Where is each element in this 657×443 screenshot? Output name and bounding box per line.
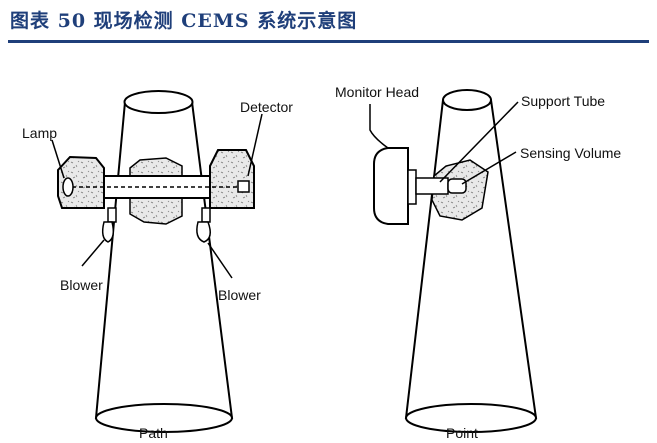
title-divider [8, 40, 649, 43]
blower-right-label: Blower [218, 287, 261, 303]
path-stack [94, 101, 234, 419]
path-system: Lamp Detector Blower Blower Path [22, 90, 293, 441]
figure-title: 图表 50 现场检测 CEMS 系统示意图 [10, 10, 358, 32]
detector-leader [247, 113, 263, 177]
support-tube-label: Support Tube [521, 93, 605, 109]
lamp-source [62, 177, 74, 197]
monitor-head [373, 147, 409, 225]
monitor-head-leader [369, 104, 389, 149]
point-stack-top [442, 89, 492, 111]
point-caption: Point [446, 425, 478, 441]
monitor-head-label: Monitor Head [335, 84, 419, 100]
point-system: Monitor Head Support Tube Sensing Volume… [335, 84, 621, 441]
detector-housing [209, 149, 255, 209]
support-tube [415, 177, 449, 195]
point-stack-base [405, 403, 537, 433]
monitor-flange [407, 169, 417, 205]
lamp-leader [51, 139, 65, 179]
path-caption: Path [139, 425, 168, 441]
detector-sensor [237, 180, 250, 193]
blower-right-leader [207, 242, 233, 279]
detector-label: Detector [240, 99, 293, 115]
blower-left-label: Blower [60, 277, 103, 293]
support-tube-leader [439, 101, 519, 183]
sensing-volume-leader [461, 151, 517, 185]
blower-left-leader [81, 239, 105, 267]
left-blower [101, 207, 117, 243]
point-stack [404, 99, 538, 419]
path-stack-top [123, 90, 194, 114]
sensing-volume-label: Sensing Volume [520, 145, 621, 161]
lamp-label: Lamp [22, 125, 57, 141]
sensor-probe [447, 178, 467, 194]
path-stack-base [95, 403, 233, 433]
right-blower [196, 207, 211, 243]
